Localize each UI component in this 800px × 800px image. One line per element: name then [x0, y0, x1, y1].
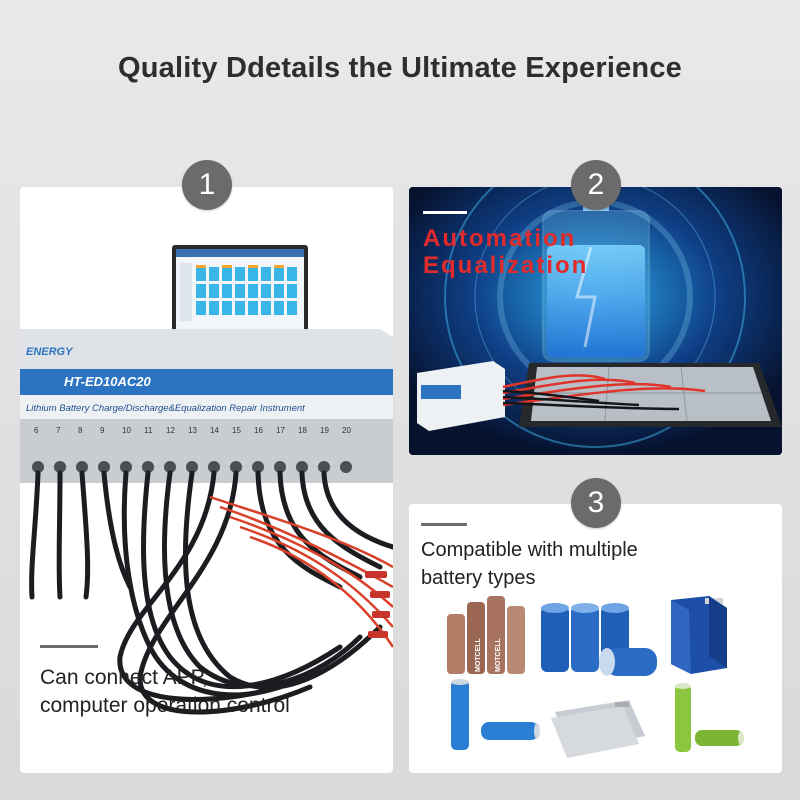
app-control-caption: Can connect APP, computer operation cont… — [40, 664, 290, 720]
step-badge-1: 1 — [182, 160, 232, 210]
port-number-label: 10 — [122, 426, 131, 435]
cell-brand-label: MOTCELL — [495, 637, 502, 672]
step-badge-3: 3 — [571, 478, 621, 528]
small-cylindrical-cell-icon — [451, 679, 540, 750]
device-model-label: HT-ED10AC20 — [64, 374, 151, 389]
large-cylindrical-cell-icon — [541, 603, 657, 676]
caption-line-1: Automation — [423, 225, 577, 252]
port-number-label: 18 — [298, 426, 307, 435]
port-number-label: 9 — [100, 426, 105, 435]
port-number-label: 17 — [276, 426, 285, 435]
battery-icon — [542, 201, 650, 362]
prismatic-cell-icon — [671, 596, 727, 674]
pouch-cell-icon — [551, 700, 645, 758]
port-number-label: 14 — [210, 426, 219, 435]
feature-card-app-control: ENERGY HT-ED10AC20 Lithium Battery Charg… — [20, 187, 393, 773]
caption-line-2: battery types — [421, 567, 536, 589]
cylindrical-cell-icon: MOTCELL MOTCELL — [447, 596, 525, 674]
port-number-label: 20 — [342, 426, 351, 435]
device-description-label: Lithium Battery Charge/Discharge&Equaliz… — [26, 403, 305, 414]
caption-line-1: Can connect APP, — [40, 666, 208, 689]
port-number-label: 12 — [166, 426, 175, 435]
charger-device-illustration: ENERGY HT-ED10AC20 Lithium Battery Charg… — [20, 245, 393, 715]
green-cell-icon — [675, 683, 744, 752]
page-title: Quality Ddetails the Ultimate Experience — [117, 52, 682, 84]
port-number-label: 8 — [78, 426, 83, 435]
caption-dash — [423, 211, 467, 214]
port-number-label: 11 — [144, 426, 153, 435]
cell-brand-label: MOTCELL — [475, 637, 482, 672]
port-number-label: 7 — [56, 426, 61, 435]
caption-dash — [421, 523, 467, 526]
caption-line-1: Compatible with multiple — [421, 539, 638, 561]
feature-card-battery-types: Compatible with multiple battery types M… — [409, 504, 782, 773]
brand-label: ENERGY — [26, 346, 74, 358]
port-number-label: 6 — [34, 426, 39, 435]
equalization-illustration — [409, 187, 782, 455]
caption-dash — [40, 645, 98, 648]
port-number-label: 13 — [188, 426, 197, 435]
feature-card-automation: Automation Equalization — [409, 187, 782, 455]
caption-line-2: Equalization — [423, 252, 589, 279]
automation-caption: Automation Equalization — [423, 225, 588, 279]
caption-line-2: computer operation control — [40, 694, 290, 717]
port-number-label: 16 — [254, 426, 263, 435]
battery-types-caption: Compatible with multiple battery types — [421, 536, 638, 592]
port-number-label: 19 — [320, 426, 329, 435]
port-number-label: 15 — [232, 426, 241, 435]
step-badge-2: 2 — [571, 160, 621, 210]
